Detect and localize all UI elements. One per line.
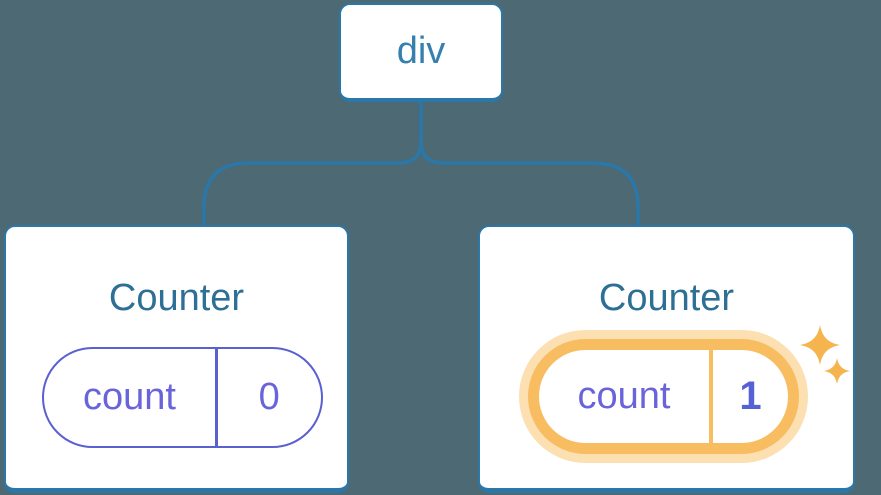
state-value-label: 0 (258, 376, 280, 418)
counter-card-left-title: Counter (108, 277, 245, 319)
state-value-section: 1 (713, 350, 788, 443)
state-pill-left: count 0 (42, 347, 323, 448)
state-key-section: count (539, 350, 709, 443)
state-value-section: 0 (218, 349, 322, 446)
root-node-div: div (339, 3, 503, 102)
connector-left-branch (202, 97, 423, 229)
state-key-label: count (577, 375, 671, 417)
counter-card-right-title: Counter (598, 277, 735, 319)
sparkle-icon (800, 325, 840, 365)
state-pill-right: count 1 (539, 350, 788, 443)
state-key-label: count (83, 376, 176, 418)
state-pill-right-highlight-ring: count 1 (528, 339, 799, 454)
root-node-label: div (396, 30, 446, 72)
state-value-label: 1 (739, 374, 762, 418)
state-pill-divider (709, 350, 713, 443)
counter-card-left: Counter count 0 (4, 225, 349, 493)
connector-right-branch (419, 97, 640, 229)
state-pill-right-highlight-glow: count 1 (519, 330, 808, 463)
state-pill-divider (215, 349, 218, 446)
counter-card-right: Counter count 1 (478, 225, 855, 493)
state-key-section: count (44, 349, 215, 446)
sparkle-icon (824, 358, 850, 384)
